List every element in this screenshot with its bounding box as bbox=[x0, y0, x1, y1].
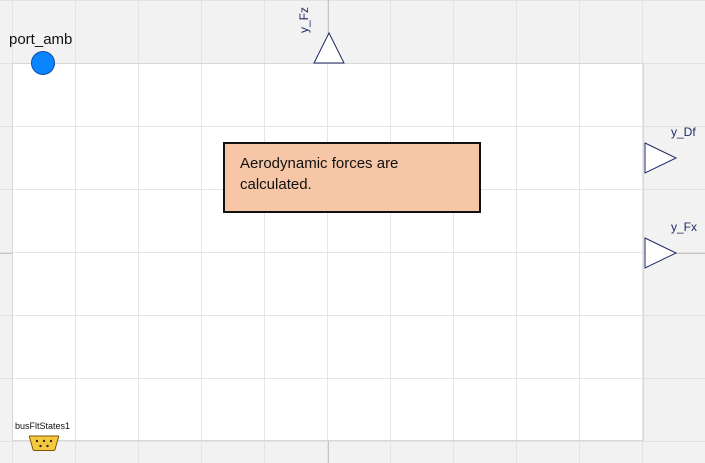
y-fx-output-port[interactable] bbox=[644, 237, 678, 269]
diagram-area[interactable] bbox=[12, 63, 644, 441]
bus-flt-states-label: busFltStates1 bbox=[15, 421, 71, 431]
port-amb-label: port_amb bbox=[9, 31, 73, 48]
y-fz-output-port[interactable] bbox=[312, 31, 346, 64]
description-note[interactable]: Aerodynamic forces are calculated. bbox=[223, 142, 481, 213]
y-df-label: y_Df bbox=[671, 125, 696, 139]
y-fx-label: y_Fx bbox=[671, 220, 698, 234]
bus-connector-icon[interactable] bbox=[28, 434, 60, 452]
y-df-output-port[interactable] bbox=[644, 142, 678, 174]
description-note-text: Aerodynamic forces are calculated. bbox=[240, 155, 399, 193]
port-amb-connector[interactable] bbox=[31, 51, 55, 75]
y-fz-label: y_Fz bbox=[297, 7, 311, 34]
